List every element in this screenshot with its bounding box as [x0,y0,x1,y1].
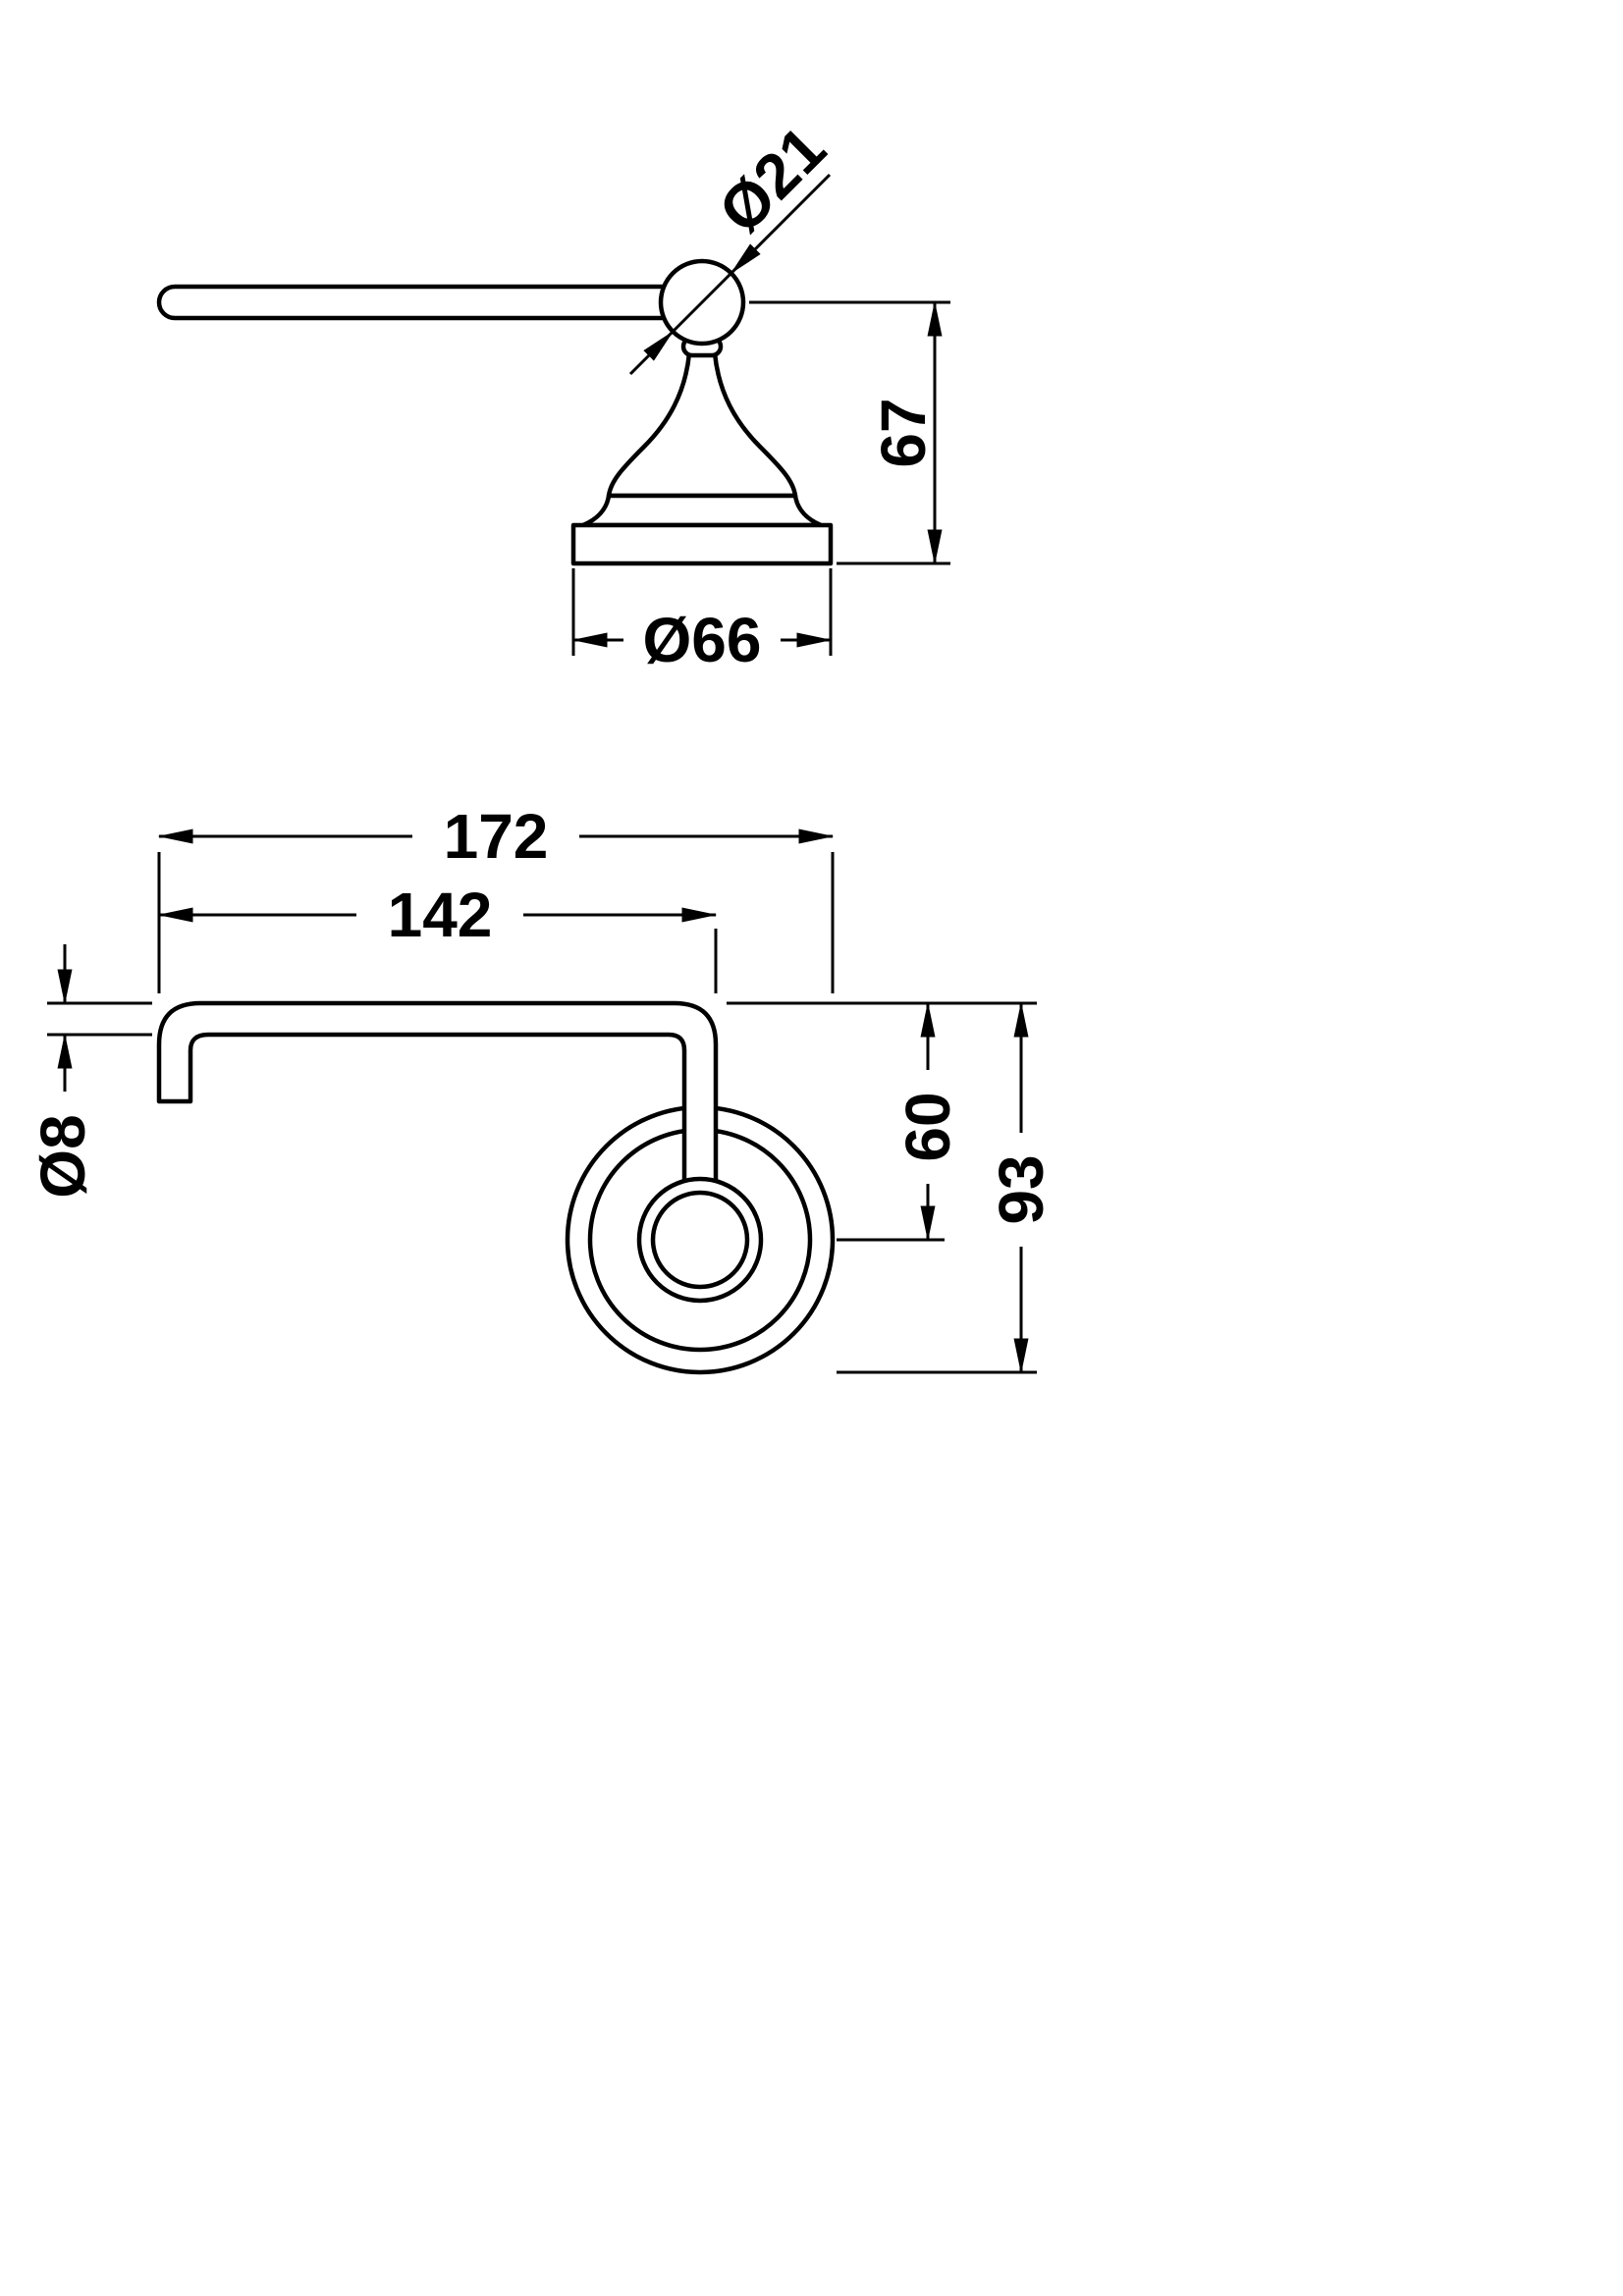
dim-label-arm-length: 142 [388,880,493,950]
leader-line [730,173,832,275]
dim-label-ball-diameter: Ø21 [705,113,839,246]
dim-base-diameter: Ø66 [571,568,833,675]
dim-label-axis-to-centre: 60 [893,1092,963,1161]
dim-ball-diameter: Ø21 [628,113,839,376]
dim-label-overall-length: 172 [444,801,549,872]
dim-axis-to-centre: 60 [727,1001,1037,1242]
dim-label-base-diameter: Ø66 [643,605,762,675]
side-view: Ø21 67 Ø66 [156,113,950,675]
dim-label-overall-projection: 93 [986,1154,1056,1224]
label-background [623,607,781,671]
boss-inner-circle [650,1190,750,1290]
pedestal-stem [606,350,798,499]
dimension-line [671,271,733,334]
dim-overall-projection: 93 [837,1001,1056,1374]
dim-arm-length: 142 [157,880,718,993]
label-background [896,1070,957,1184]
plan-view: 172 142 Ø8 [27,801,1056,1375]
leader-line [628,330,675,376]
dim-label-bracket-height: 67 [868,398,939,467]
dim-overall-length: 172 [157,801,835,993]
dim-bracket-height: 67 [749,300,950,565]
rail-bar [156,284,694,321]
label-background [356,881,523,947]
dim-label-tube-diameter: Ø8 [27,1114,98,1198]
dim-tube-diameter: Ø8 [27,944,152,1199]
pedestal-base [570,522,834,566]
pedestal-lip [580,493,824,528]
label-background [990,1133,1051,1247]
label-background [412,802,579,869]
